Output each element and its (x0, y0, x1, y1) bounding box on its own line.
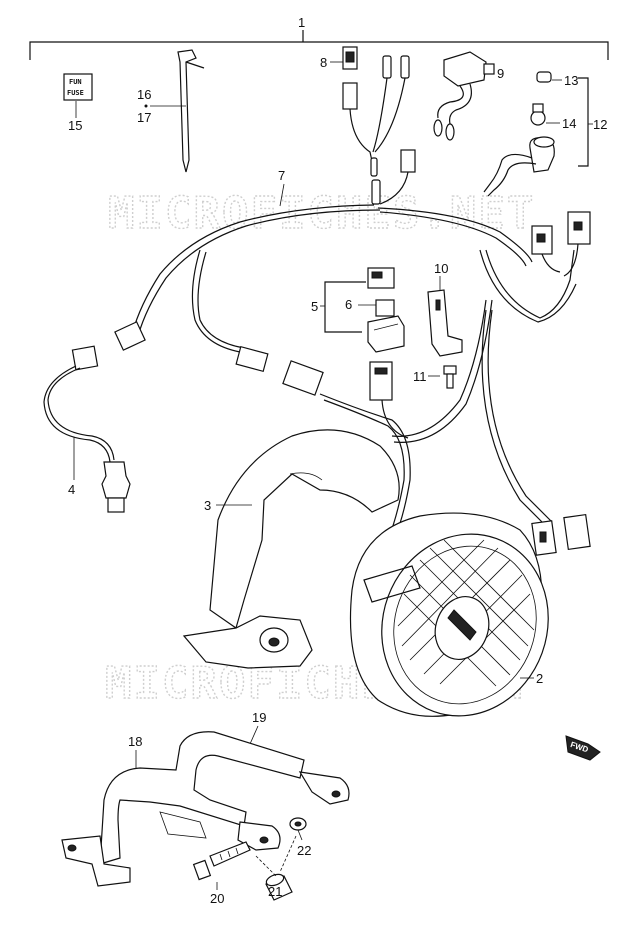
callout-11: 11 (413, 369, 427, 384)
callout-9: 9 (497, 66, 504, 81)
callout-14: 14 (562, 116, 576, 131)
fan-bracket-part: 18 19 (61, 710, 350, 887)
fuse-label-part: FUN FUSE 15 (63, 73, 93, 133)
callout-12: 12 (593, 117, 607, 132)
collar-part: 21 (255, 835, 297, 901)
fan-coupler-part (235, 345, 411, 541)
callout-5: 5 (311, 299, 318, 314)
callout-4: 4 (68, 482, 75, 497)
callout-7: 7 (278, 168, 285, 183)
fan-motor-coupler-part (531, 513, 591, 556)
callout-16: 16 (137, 87, 151, 102)
callout-1: 1 (298, 15, 305, 30)
callout-22: 22 (297, 843, 311, 858)
callout-8: 8 (320, 55, 327, 70)
relay-part: 5 6 (311, 267, 405, 353)
callout-20: 20 (210, 891, 224, 906)
fuse-holder-part: 8 (320, 46, 416, 205)
bracket-part: 10 11 (413, 261, 463, 389)
fuse-label-line1: FUN (69, 78, 82, 86)
relay-coupler-part (369, 361, 409, 439)
switch-part: 9 (433, 51, 504, 141)
bolt-part: 20 (192, 841, 251, 906)
callout-18: 18 (128, 734, 142, 749)
callout-17: 17 (137, 110, 151, 125)
coupler-connectors-part (531, 211, 591, 277)
callout-2: 2 (536, 671, 543, 686)
group-bracket-1: 1 (29, 15, 609, 60)
callout-21: 21 (268, 884, 282, 899)
fan-motor-part: 2 (349, 512, 549, 717)
fan-shroud-part: 3 (182, 429, 400, 669)
callout-6: 6 (345, 297, 352, 312)
callout-13: 13 (564, 73, 578, 88)
nut-part: 22 (289, 817, 311, 858)
fuse-label-line2: FUSE (67, 89, 84, 97)
callout-3: 3 (204, 498, 211, 513)
callout-19: 19 (252, 710, 266, 725)
indicator-lamp-part: 12 13 14 (483, 71, 607, 197)
cable-tie-part: 16 17 (137, 49, 205, 173)
callout-10: 10 (434, 261, 448, 276)
callout-15: 15 (68, 118, 82, 133)
watermark-top: MICROFICHES.NET (108, 188, 535, 239)
forward-arrow: FWD (565, 735, 601, 761)
thermo-switch-part: 4 (43, 321, 146, 513)
wiring-harness-part: 7 (131, 168, 577, 527)
